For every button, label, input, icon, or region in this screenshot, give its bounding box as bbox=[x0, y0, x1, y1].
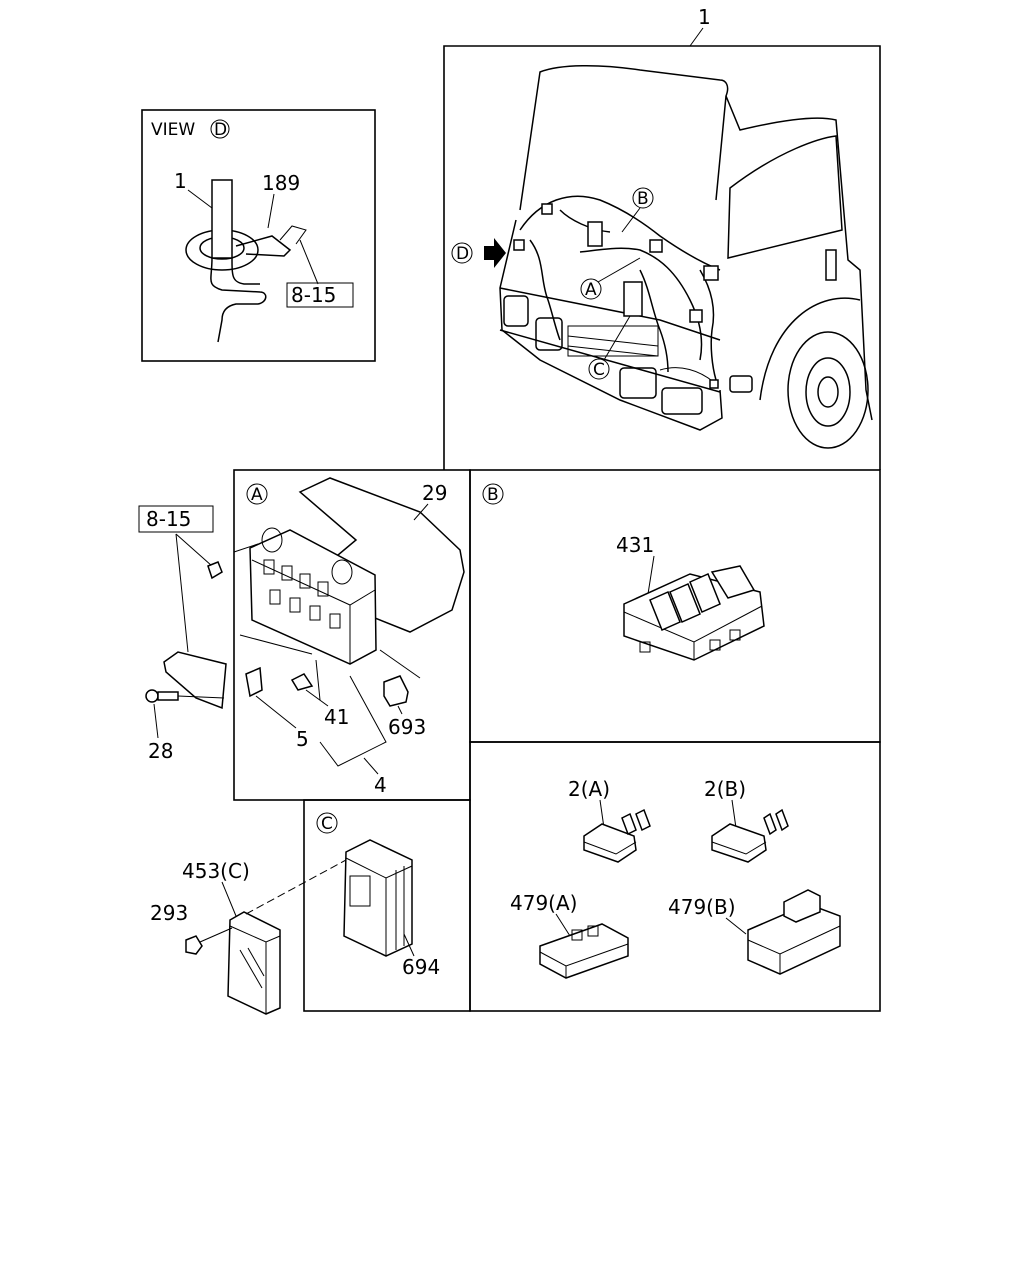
leader-truck-c bbox=[603, 315, 631, 361]
module-453c bbox=[227, 911, 281, 1015]
view-d-title: VIEW bbox=[151, 120, 195, 140]
view-d-marker: D bbox=[214, 120, 227, 140]
leader-28 bbox=[153, 703, 159, 739]
leader-693 bbox=[397, 705, 403, 715]
panel-a-marker: A bbox=[251, 485, 263, 505]
truck-marker-b-circle bbox=[632, 187, 654, 209]
panel-a-callout-5: 5 bbox=[296, 727, 309, 751]
frame-view-d bbox=[141, 109, 376, 362]
fuse-2b-icon bbox=[711, 808, 789, 863]
parts-callout-479a: 479(A) bbox=[510, 891, 577, 915]
leader-bolt-bracket bbox=[177, 695, 225, 699]
fuse-puller-5 bbox=[245, 666, 263, 698]
parts-callout-2b: 2(B) bbox=[704, 777, 746, 801]
leader-5 bbox=[255, 695, 297, 729]
leader-fusebox-a bbox=[239, 634, 313, 655]
leader-479b bbox=[725, 917, 747, 935]
panel-a-marker-circle bbox=[246, 483, 268, 505]
grommet-illustration bbox=[185, 179, 307, 343]
frame-panel-parts bbox=[469, 741, 881, 1012]
leader-4 bbox=[363, 757, 379, 775]
leader-2a bbox=[599, 799, 605, 829]
leader-truck-a bbox=[597, 257, 641, 283]
nut-icon bbox=[207, 561, 223, 580]
leader-293 bbox=[199, 927, 233, 943]
frame-truck bbox=[443, 45, 881, 470]
panel-c-marker-circle bbox=[316, 812, 338, 834]
leader-fusebox-relay bbox=[379, 649, 421, 679]
leader-694 bbox=[403, 933, 415, 957]
fuse-2a-icon bbox=[583, 808, 651, 863]
panel-a-ref-box bbox=[138, 505, 214, 533]
leader-29 bbox=[413, 503, 429, 521]
leader-41 bbox=[305, 689, 329, 707]
leader-fusebox-41 bbox=[315, 659, 321, 701]
leader-ref-bracket bbox=[175, 533, 189, 653]
leader-431 bbox=[647, 555, 655, 595]
parts-callout-2a: 2(A) bbox=[568, 777, 610, 801]
leader-view-d-ref bbox=[299, 239, 319, 285]
truck-arrow-d: D bbox=[456, 244, 469, 264]
leader-ref-nut bbox=[175, 533, 213, 567]
parts-callout-479b: 479(B) bbox=[668, 895, 736, 919]
panel-c-callout-694: 694 bbox=[402, 955, 440, 979]
leader-view-d-1 bbox=[187, 189, 213, 209]
panel-c-callout-453c: 453(C) bbox=[182, 859, 250, 883]
view-d-callout-1: 1 bbox=[174, 169, 187, 193]
panel-c-marker: C bbox=[321, 814, 333, 834]
panel-c: C 694 bbox=[316, 812, 440, 979]
relay-693 bbox=[383, 675, 409, 707]
panel-a-callout-28: 28 bbox=[148, 739, 173, 763]
truck-marker-a: A bbox=[585, 280, 597, 300]
bracket bbox=[163, 651, 227, 710]
leader-truck-b bbox=[621, 207, 641, 233]
panel-b-callout-431: 431 bbox=[616, 533, 654, 557]
bolt-28-icon bbox=[145, 689, 179, 703]
leader-4-group bbox=[319, 675, 387, 767]
callout-1-top: 1 bbox=[698, 5, 711, 29]
panel-a-callout-693: 693 bbox=[388, 715, 426, 739]
view-d-marker-circle bbox=[210, 119, 230, 139]
leader-1-top bbox=[689, 27, 704, 47]
truck-illustration bbox=[499, 64, 873, 449]
relay-block-431 bbox=[623, 565, 765, 661]
control-unit-694 bbox=[343, 839, 413, 957]
panel-a-ref-text: 8-15 bbox=[146, 507, 191, 531]
view-d-ref-box bbox=[286, 282, 354, 308]
truck-marker-b: B bbox=[637, 189, 649, 209]
fuse-41 bbox=[290, 673, 314, 691]
panel-a-callout-29: 29 bbox=[422, 481, 447, 505]
panel-b: B 431 bbox=[482, 483, 765, 661]
view-d-ref-text: 8-15 bbox=[291, 283, 336, 307]
panel-b-marker-circle bbox=[482, 483, 504, 505]
panel-c-callout-293: 293 bbox=[150, 901, 188, 925]
leader-479a bbox=[555, 913, 571, 937]
panel-a-callout-41: 41 bbox=[324, 705, 349, 729]
view-d-panel: VIEW D 1 189 8-15 bbox=[151, 119, 354, 343]
leader-453c bbox=[221, 881, 237, 917]
leader-2b bbox=[731, 799, 737, 829]
truck-marker-c-circle bbox=[588, 358, 610, 380]
view-d-callout-189: 189 bbox=[262, 171, 300, 195]
truck-marker-a-circle bbox=[580, 278, 602, 300]
panel-a: A 29 8-15 bbox=[138, 477, 465, 797]
leader-453c-to-694 bbox=[245, 859, 347, 915]
connector-479a-icon bbox=[539, 923, 629, 979]
view-direction-arrow-icon bbox=[484, 238, 506, 268]
frame-panel-c bbox=[303, 799, 471, 1012]
truck-marker-c: C bbox=[593, 360, 605, 380]
truck-arrow-d-circle bbox=[451, 242, 473, 264]
panel-a-callout-4: 4 bbox=[374, 773, 387, 797]
leader-nut-box bbox=[233, 543, 259, 553]
panel-parts: 2(A) 2(B) 479(A) 479(B) bbox=[510, 777, 841, 979]
fuse-box bbox=[249, 527, 377, 665]
nut-293-icon bbox=[185, 935, 203, 955]
leader-view-d-189 bbox=[267, 193, 275, 229]
panel-b-marker: B bbox=[487, 485, 499, 505]
connector-479b-icon bbox=[747, 889, 841, 975]
